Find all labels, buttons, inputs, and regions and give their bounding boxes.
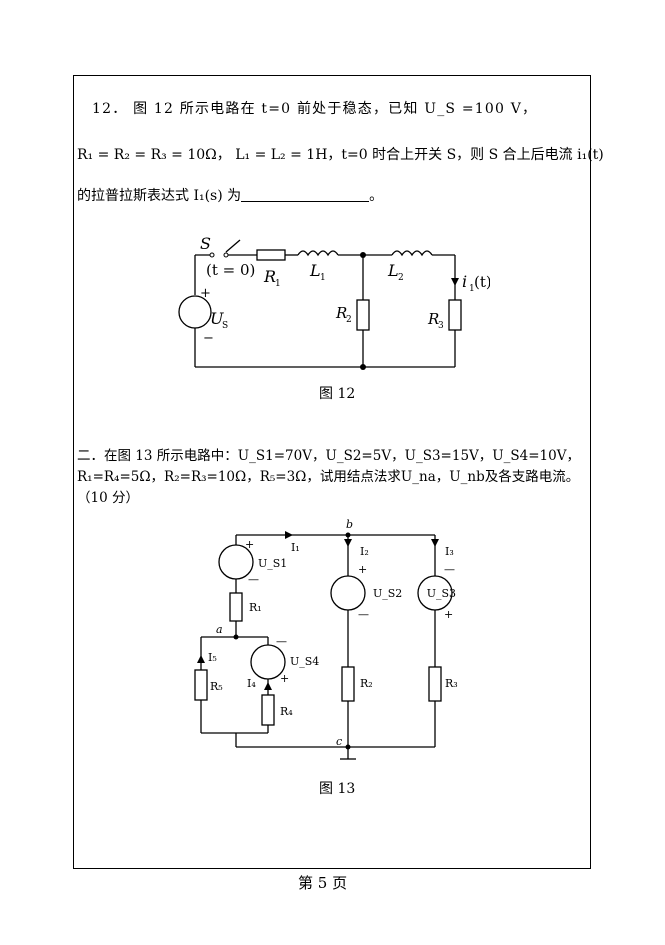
problem12-line2: R₁ = R₂ = R₃ = 10Ω， L₁ = L₂ = 1H，t=0 时合上… <box>77 147 604 163</box>
answer-blank[interactable] <box>241 187 370 202</box>
circuit-label: — <box>276 635 287 648</box>
circuit-label: 2 <box>398 273 404 283</box>
circuit-label: I₃ <box>445 545 454 558</box>
circuit-label: − <box>203 331 214 346</box>
circuit-label: R₃ <box>445 677 458 690</box>
figure12-circuit: S (t = 0) R 1 L 1 L 2 R 2 R 3 U S + − i … <box>178 234 490 370</box>
circuit-label: 1 <box>469 284 475 294</box>
circuit-label: L <box>387 261 399 280</box>
circuit-label: + <box>358 563 367 576</box>
i4-arrow-icon <box>264 682 272 690</box>
r1-resistor <box>256 249 286 261</box>
i5-arrow-icon <box>197 655 205 663</box>
problem12-line1: 12． 图 12 所示电路在 t=0 前处于稳态，已知 U_S =100 V， <box>92 101 538 117</box>
r3-resistor <box>448 299 462 331</box>
fig12-label-s: S <box>200 234 211 253</box>
circuit-label: 1 <box>275 279 281 289</box>
circuit-label: I₅ <box>208 651 217 664</box>
i1-arrow-icon <box>285 531 293 539</box>
circuit-label: 3 <box>438 321 444 331</box>
r3-resistor <box>428 666 442 702</box>
fig12-label-t0: (t = 0) <box>206 261 255 279</box>
figure12-caption: 图 12 <box>319 386 356 402</box>
r1-resistor <box>229 592 243 622</box>
circuit-label: I₁ <box>291 541 300 554</box>
circuit-label: R₄ <box>280 705 293 718</box>
i1-arrow-icon <box>451 278 459 286</box>
circuit-label: R₁ <box>249 601 262 614</box>
circuit-label: U_S3 <box>427 587 456 600</box>
problem12-line3: 的拉普拉斯表达式 I₁(s) 为 。 <box>77 187 383 205</box>
circuit-label: + <box>444 608 453 621</box>
circuit-label: U_S1 <box>258 557 287 570</box>
circuit-label: b <box>346 518 353 531</box>
circuit-label: R₂ <box>360 677 373 690</box>
r2-resistor <box>356 299 370 331</box>
circuit-label: c <box>336 735 342 748</box>
circuit-label: S <box>222 321 228 331</box>
circuit-label: R₅ <box>210 680 223 693</box>
answer-box-frame <box>73 75 591 869</box>
circuit-label: — <box>358 608 369 621</box>
circuit-label: U <box>210 309 224 328</box>
problem2-line2: R₁=R₄=5Ω，R₂=R₃=10Ω，R₅=3Ω，试用结点法求U_na，U_nb… <box>77 469 580 485</box>
r5-resistor <box>194 669 208 701</box>
circuit-label: U_S2 <box>373 587 402 600</box>
circuit-label: R <box>263 267 276 286</box>
circuit-label: L <box>309 261 321 280</box>
circuit-label: — <box>248 573 259 586</box>
circuit-label: I₄ <box>247 677 256 690</box>
r4-resistor <box>261 694 275 726</box>
circuit-label: + <box>245 538 254 551</box>
circuit-label: U_S4 <box>290 655 319 668</box>
figure13-circuit: b a c I₁ I₂ I₃ I₅ I₄ U_S1 U_S2 U_S3 U_S4… <box>194 518 458 760</box>
circuit-label: (t) <box>474 273 490 291</box>
us2-source <box>330 575 366 611</box>
i3-arrow-icon <box>431 539 439 547</box>
circuit-label: + <box>200 286 211 301</box>
circuit-label: 1 <box>320 273 326 283</box>
figure13-caption: 图 13 <box>319 781 356 797</box>
switch-blade <box>225 239 241 253</box>
page-number: 第 5 页 <box>298 874 348 892</box>
i2-arrow-icon <box>344 539 352 547</box>
circuit-label: — <box>444 563 455 576</box>
circuit-label: R <box>427 310 439 328</box>
circuit-label: I₂ <box>360 545 369 558</box>
problem2-line3: （10 分） <box>77 490 139 506</box>
circuit-label: a <box>216 623 223 636</box>
circuit-label: + <box>280 672 289 685</box>
circuit-label: 2 <box>346 315 352 325</box>
problem2-line1: 二．在图 13 所示电路中：U_S1=70V，U_S2=5V，U_S3=15V，… <box>77 448 580 464</box>
problem12-line3-text: 的拉普拉斯表达式 I₁(s) 为 <box>77 188 242 204</box>
r2-resistor <box>341 666 355 702</box>
l1-inductor <box>297 250 339 257</box>
circuit-label: R <box>335 304 347 322</box>
circuit-label: i <box>462 272 467 291</box>
l2-inductor <box>391 250 433 257</box>
problem12-line3-end: 。 <box>369 188 384 204</box>
